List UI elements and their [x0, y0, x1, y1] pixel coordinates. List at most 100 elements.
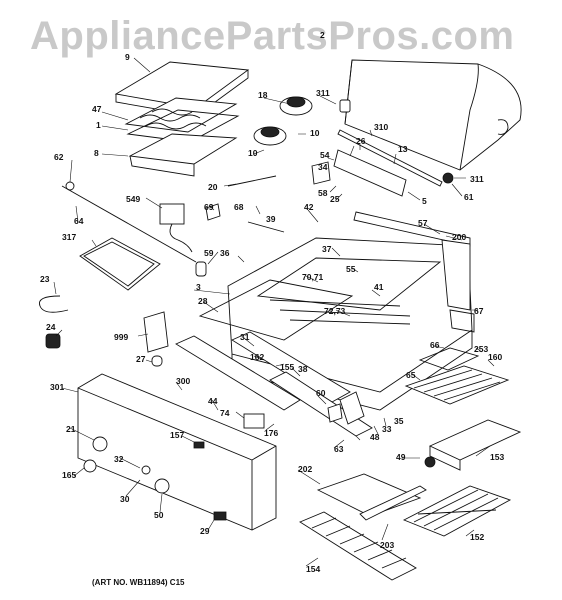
control-panel [77, 373, 277, 531]
callout-label: 154 [306, 564, 320, 574]
wire-39 [247, 221, 285, 233]
callout-label: 47 [92, 104, 102, 114]
bracket-63 [339, 391, 365, 425]
watermark-text: AppliancePartsPros.com [30, 14, 515, 58]
callout-label: 23 [40, 274, 50, 284]
basting-pan-rim [83, 241, 155, 287]
callout-label: 58 [318, 188, 328, 198]
callout-label: 301 [50, 382, 64, 392]
callout-label: 153 [490, 452, 504, 462]
callout-label: 310 [374, 122, 388, 132]
callout-label: 24 [46, 322, 56, 332]
switch-157 [193, 441, 205, 449]
callout-label: 41 [374, 282, 384, 292]
callout-label: 311 [470, 174, 484, 184]
knob-165 [83, 459, 97, 473]
infrared-burner [428, 419, 522, 461]
callout-label: 70,71 [302, 272, 324, 282]
callout-label: 162 [250, 352, 264, 362]
rotisserie-spit [61, 185, 197, 263]
callout-label: 165 [62, 470, 76, 480]
callout-label: 61 [464, 192, 474, 202]
hood-front-edge [344, 59, 479, 171]
side-panel [449, 309, 475, 333]
burner-b-top [260, 126, 280, 138]
callout-label: 5 [422, 196, 427, 206]
callout-label: 50 [154, 510, 164, 520]
hood-handle-end [497, 119, 509, 135]
motor-cord [169, 223, 193, 253]
regulator [45, 333, 61, 349]
bracket-74 [243, 413, 265, 429]
callout-label: 65 [406, 370, 416, 380]
callout-label: 9 [125, 52, 130, 62]
callout-label: 21 [66, 424, 76, 434]
callout-label: 34 [318, 162, 328, 172]
callout-label: 74 [220, 408, 230, 418]
callout-label: 67 [474, 306, 484, 316]
cart-frame [198, 279, 354, 341]
callout-label: 20 [208, 182, 218, 192]
strip-203 [359, 485, 427, 521]
callout-label: 36 [220, 248, 230, 258]
knob-21 [92, 436, 108, 452]
igniter-20 [227, 175, 277, 187]
callout-label: 10 [310, 128, 320, 138]
knob-311-top [339, 99, 351, 113]
rotisserie-motor [159, 203, 185, 225]
cooking-grate [402, 485, 512, 537]
wire-rack [299, 511, 417, 581]
callout-label: 49 [396, 452, 406, 462]
cylinder-59 [195, 261, 207, 277]
rotisserie-fork [65, 181, 75, 191]
bracket-60 [327, 403, 343, 423]
art-number-label: (ART NO. WB11894) C15 [92, 578, 185, 587]
callout-label: 54 [320, 150, 330, 160]
drip-tray [128, 133, 238, 165]
callout-label: 64 [74, 216, 84, 226]
callout-label: 317 [62, 232, 76, 242]
callout-label: 48 [370, 432, 380, 442]
callout-label: 549 [126, 194, 140, 204]
label-29 [213, 511, 227, 521]
warming-rack [404, 365, 510, 405]
valve-49 [424, 456, 436, 468]
callout-label: 72,73 [324, 306, 346, 316]
grate-wavy-bars [139, 108, 207, 130]
knob-32 [141, 465, 151, 475]
side-shelf-right [441, 239, 471, 311]
burner-tube [333, 149, 407, 197]
callout-label: 999 [114, 332, 128, 342]
callout-label: 203 [380, 540, 394, 550]
callout-label: 10 [248, 148, 258, 158]
firebox-body [227, 237, 473, 393]
callout-label: 8 [94, 148, 99, 158]
callout-label: 300 [176, 376, 190, 386]
callout-label: 62 [54, 152, 64, 162]
callout-label: 157 [170, 430, 184, 440]
cooking-grate-bars [413, 489, 499, 531]
firebox-inner [256, 257, 442, 311]
rod-part [337, 129, 443, 187]
callout-label: 35 [394, 416, 404, 426]
callout-label: 25 [330, 194, 340, 204]
knob-50 [154, 478, 170, 494]
burner-a-top [286, 96, 306, 108]
callout-label: 27 [136, 354, 146, 364]
warming-rack-bars [413, 369, 501, 401]
firebox-bars [269, 299, 411, 325]
callout-label: 37 [322, 244, 332, 254]
callout-label: 29 [200, 526, 210, 536]
basting-pan [79, 237, 161, 291]
callout-label: 152 [470, 532, 484, 542]
callout-label: 32 [114, 454, 124, 464]
callout-label: 155 [280, 362, 294, 372]
callout-label: 3 [196, 282, 201, 292]
callout-label: 30 [120, 494, 130, 504]
owner-manual [143, 311, 169, 353]
electrode-69 [205, 203, 221, 221]
callout-label: 42 [304, 202, 314, 212]
